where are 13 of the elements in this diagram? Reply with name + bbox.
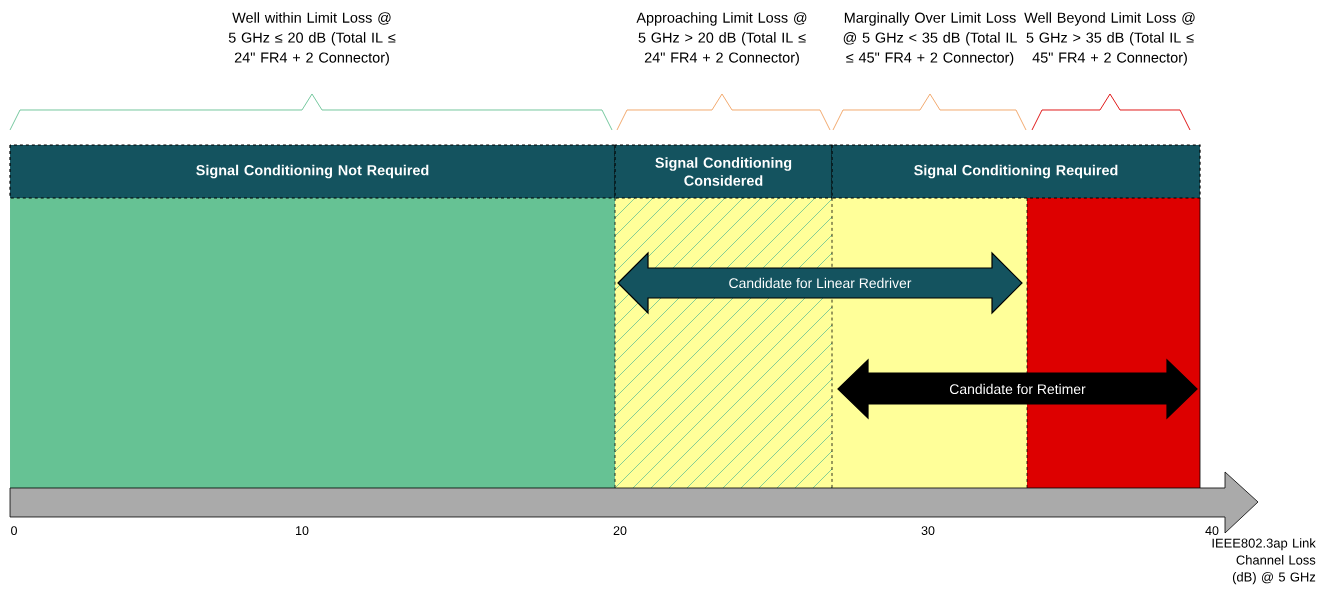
- annotation: Approaching Limit Loss @ 5 GHz > 20 dB (Total IL ≤ 24" FR4 + 2 Connector): [636, 12, 807, 66]
- band: [10, 198, 615, 488]
- tick-label: 0: [11, 526, 17, 535]
- axis-title: IEEE802.3ap Link Channel Loss (dB) @ 5 GHz: [1212, 538, 1316, 585]
- header-box: Signal Conditioning Required: [831, 144, 1201, 199]
- tick-label: 10: [296, 526, 309, 535]
- tick-label: 40: [1205, 526, 1219, 535]
- annotation: Well Beyond Limit Loss @ 5 GHz > 35 dB (Total IL ≤ 45" FR4 + 2 Connector): [1024, 12, 1195, 66]
- annotation: Well within Limit Loss @ 5 GHz ≤ 20 dB (Total IL ≤ 24" FR4 + 2 Connector): [228, 12, 396, 66]
- annotation: Marginally Over Limit Loss @ 5 GHz < 35 dB (Total IL ≤ 45" FR4 + 2 Connector): [843, 12, 1017, 66]
- header-box: Signal Conditioning Considered: [614, 144, 833, 199]
- tick-label: 30: [921, 526, 935, 535]
- tick-label: 20: [613, 526, 627, 535]
